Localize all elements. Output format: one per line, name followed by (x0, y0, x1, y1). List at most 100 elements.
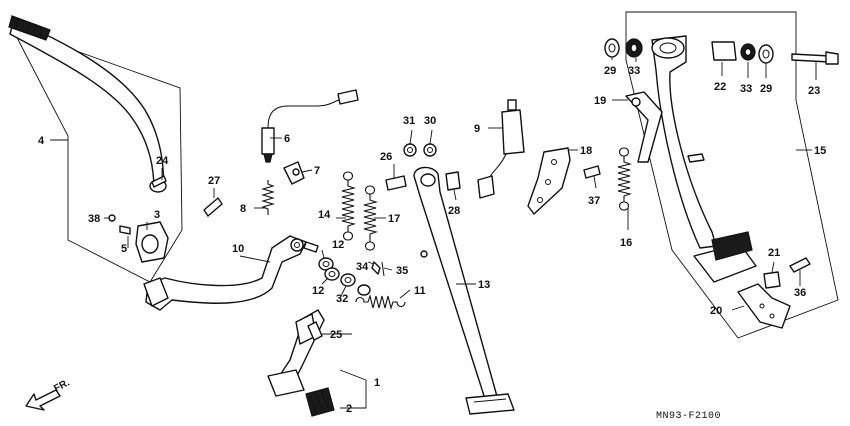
kick-starter-group (8, 15, 223, 283)
callout-33-left: 33 (628, 65, 640, 77)
callout-31: 31 (403, 115, 415, 127)
callout-1: 1 (374, 377, 380, 389)
spring-14 (341, 171, 356, 241)
callout-3: 3 (154, 209, 160, 221)
spring-plate (625, 91, 663, 163)
spring-11 (355, 294, 406, 310)
pedal-hub (651, 37, 685, 59)
pedal-footpad (143, 277, 169, 307)
side-stand-group (385, 143, 515, 415)
stand-stop-bolt (420, 250, 428, 258)
pin-35 (381, 261, 385, 277)
rear-pedal-boundary (625, 11, 839, 339)
washer-32 (340, 273, 356, 287)
spring-16 (617, 147, 632, 211)
switch-plunger (507, 99, 517, 111)
collar-22 (711, 41, 737, 61)
spring-17 (363, 185, 378, 251)
brake-pedal-group (143, 235, 319, 311)
bolt-5 (119, 225, 131, 235)
callout-labels: 4 24 3 5 38 27 6 7 8 10 14 17 12 12 32 3… (38, 65, 826, 415)
front-direction-label: FR. (52, 377, 72, 394)
washer-30 (423, 143, 437, 157)
callout-17: 17 (388, 213, 400, 225)
stand-switch (501, 109, 525, 155)
callout-20: 20 (710, 305, 722, 317)
brake-pedal (145, 235, 307, 311)
rear-pedal-footpad (693, 231, 757, 283)
callout-22: 22 (714, 81, 726, 93)
callout-19: 19 (594, 95, 606, 107)
spring-group (318, 171, 406, 310)
callout-13: 13 (478, 279, 490, 291)
leader-lines (50, 58, 817, 409)
callout-38: 38 (88, 213, 100, 225)
pedal-tip-bolt (303, 241, 319, 253)
bolt-on-pedal (687, 153, 705, 163)
bolt-27 (203, 197, 223, 217)
collar-21 (763, 271, 781, 289)
callout-12-upper: 12 (332, 239, 344, 251)
bolt-36 (789, 257, 811, 273)
callout-14: 14 (318, 209, 331, 221)
washer-12-lower (324, 267, 340, 281)
callout-18: 18 (580, 145, 592, 157)
callout-7: 7 (314, 165, 320, 177)
bolt-26 (385, 175, 407, 191)
callout-27: 27 (208, 175, 220, 187)
sensor-cable (267, 97, 345, 129)
joint-bore (141, 234, 159, 254)
callout-4: 4 (38, 135, 45, 147)
callout-16: 16 (620, 237, 632, 249)
diagram-code: MN93-F2100 (656, 411, 721, 422)
shift-rubber-peg (305, 387, 335, 417)
callout-36: 36 (794, 287, 806, 299)
rear-pedal-group (604, 11, 839, 339)
shift-pedal-group (267, 309, 335, 417)
sensor-body (261, 127, 275, 155)
seal-29-left (604, 38, 620, 58)
callout-11: 11 (414, 285, 426, 297)
collar-28 (445, 171, 461, 191)
side-stand-foot (465, 393, 515, 415)
callout-24: 24 (156, 155, 169, 167)
callout-26: 26 (380, 151, 392, 163)
spring-8 (261, 180, 275, 215)
kick-arm-grip (8, 15, 51, 41)
kick-starter-arm (9, 19, 165, 191)
front-arrow-icon (25, 389, 61, 411)
front-direction-indicator: FR. (25, 377, 72, 411)
sensor-group (261, 89, 359, 215)
switch-bracket (527, 147, 571, 215)
sensor-connector (337, 89, 359, 105)
callout-37: 37 (588, 195, 600, 207)
bolt-24 (151, 175, 167, 188)
callout-30: 30 (424, 115, 436, 127)
callout-32: 32 (336, 293, 348, 305)
callout-15: 15 (814, 145, 826, 157)
switch-connector (477, 175, 495, 199)
stand-switch-group (477, 99, 601, 215)
washer-33-small (357, 284, 371, 296)
callout-35: 35 (396, 265, 408, 277)
seal-29-right (758, 44, 774, 64)
callout-34: 34 (356, 261, 369, 273)
bolt-37 (583, 165, 601, 179)
cotter-pin-34 (371, 261, 381, 275)
rear-brake-pedal (651, 35, 717, 249)
callout-33-right: 33 (740, 83, 752, 95)
pivot-bolt-23 (791, 53, 831, 63)
bolt-25 (307, 321, 323, 341)
callout-23: 23 (808, 85, 820, 97)
callout-6: 6 (284, 133, 290, 145)
callout-2: 2 (346, 403, 352, 415)
callout-25: 25 (330, 329, 342, 341)
callout-12-lower: 12 (312, 285, 324, 297)
callout-10: 10 (232, 243, 244, 255)
callout-5: 5 (121, 243, 127, 255)
callout-29-right: 29 (760, 83, 772, 95)
callout-28: 28 (448, 205, 460, 217)
washer-31 (403, 143, 417, 157)
callout-29-left: 29 (604, 65, 616, 77)
